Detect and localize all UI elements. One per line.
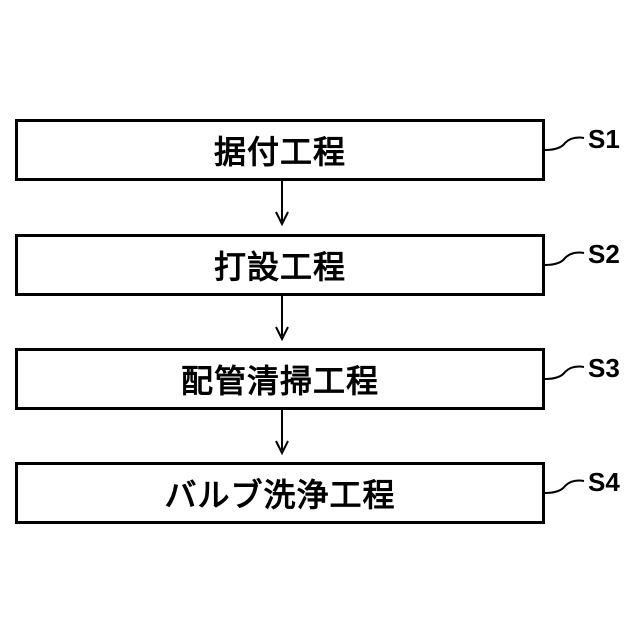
step-box-s3: 配管清掃工程 [15,348,545,410]
step-id-s2: S2 [588,239,620,270]
arrow-s1-s2 [276,181,288,224]
step-id-s4: S4 [588,467,620,498]
step-id-s1: S1 [588,124,620,155]
step-box-s1: 据付工程 [15,119,545,181]
step-id-s3: S3 [588,353,620,384]
step-box-s4: バルブ洗浄工程 [15,462,545,524]
arrow-s2-s3 [276,296,288,339]
leader-line-s3 [545,367,584,379]
leader-line-s1 [545,138,584,150]
step-label-s2: 打設工程 [214,242,346,288]
leader-line-s4 [545,481,584,493]
leader-line-s2 [545,253,584,265]
step-box-s2: 打設工程 [15,234,545,296]
step-label-s1: 据付工程 [214,127,346,173]
arrow-s3-s4 [276,410,288,453]
step-label-s3: 配管清掃工程 [181,356,379,402]
step-label-s4: バルブ洗浄工程 [164,470,395,516]
